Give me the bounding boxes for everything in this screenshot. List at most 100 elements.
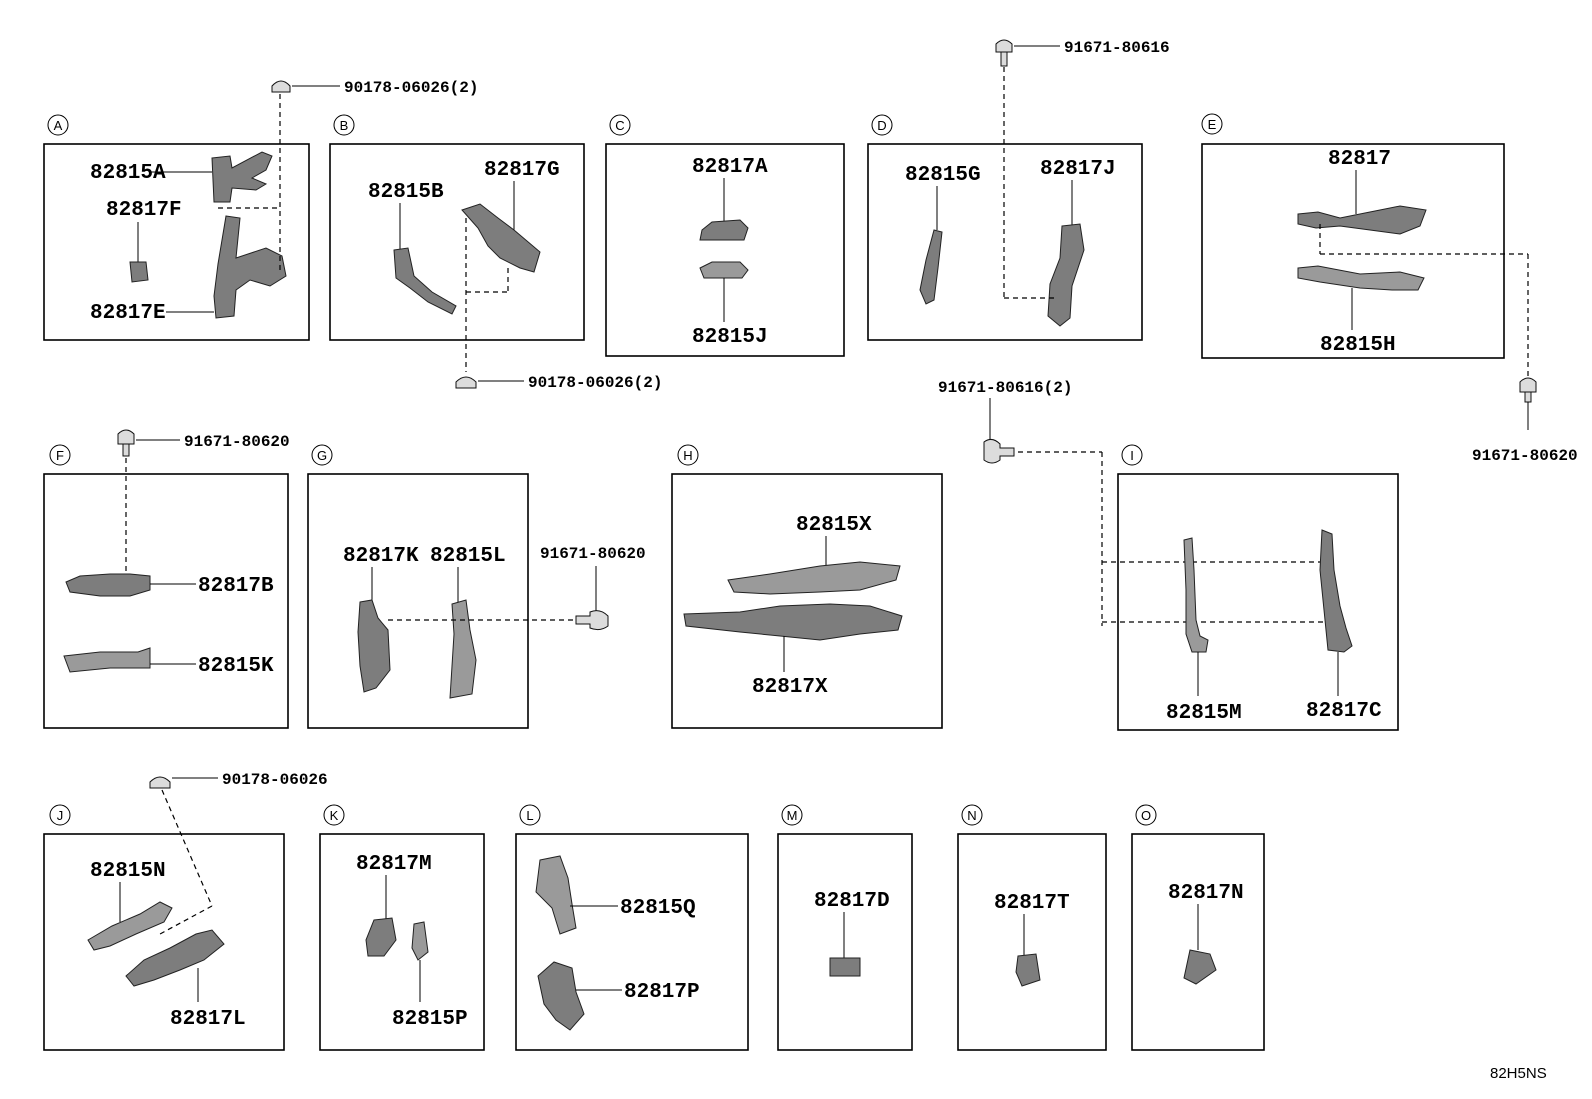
diagram-code: 82H5NS <box>1490 1065 1547 1082</box>
fastener-d-icon <box>995 39 1013 67</box>
section-h-box <box>671 473 943 729</box>
section-f: F 91671-80620 82817B 82815K <box>43 429 290 729</box>
section-k-marker <box>323 804 345 826</box>
part-82817l-shape <box>125 929 225 987</box>
section-f-box <box>43 473 289 729</box>
part-82817j-label: 82817J <box>1040 158 1116 181</box>
section-j: J 90178-06026 82815N 82817L <box>43 771 328 1051</box>
section-a-letter: A <box>54 118 63 133</box>
section-m: M 82817D <box>777 804 913 1051</box>
section-m-letter: M <box>787 808 798 823</box>
section-o-letter: O <box>1141 808 1151 823</box>
part-82815x-label: 82815X <box>796 514 872 537</box>
fastener-a-icon <box>271 80 291 93</box>
section-e-marker <box>1201 113 1223 135</box>
section-b-marker <box>333 114 355 136</box>
section-k-box <box>319 833 485 1051</box>
section-c-letter: C <box>615 118 624 133</box>
part-82817t-label: 82817T <box>994 892 1070 915</box>
part-82815g-shape <box>919 229 943 305</box>
part-82815l-shape <box>449 599 477 699</box>
section-n-letter: N <box>967 808 976 823</box>
part-82817p-label: 82817P <box>624 981 700 1004</box>
part-82817n-label: 82817N <box>1168 882 1244 905</box>
part-82817a-label: 82817A <box>692 156 768 179</box>
section-c: C 82817A 82815J <box>605 114 845 357</box>
section-i-marker <box>1121 444 1143 466</box>
part-82817m-shape <box>365 917 397 957</box>
section-g: G 82817K 82815L 91671-80620 <box>307 444 646 729</box>
section-l-box <box>515 833 749 1051</box>
part-82817d-shape <box>829 957 861 977</box>
part-82815b-label: 82815B <box>368 181 444 204</box>
section-c-marker <box>609 114 631 136</box>
section-f-letter: F <box>56 448 64 463</box>
section-l: L 82815Q 82817P <box>515 804 749 1051</box>
section-e-box <box>1201 143 1505 359</box>
section-b-box <box>329 143 585 341</box>
part-82817j-shape <box>1047 223 1085 327</box>
section-d: D 82815G 82817J 91671-80616 <box>867 39 1170 341</box>
part-82815q-label: 82815Q <box>620 897 696 920</box>
part-82817d-label: 82817D <box>814 890 890 913</box>
part-82815x-shape <box>727 561 901 595</box>
part-82815b-shape <box>393 247 457 315</box>
section-i-letter: I <box>1130 448 1134 463</box>
part-82815h-label: 82815H <box>1320 334 1396 357</box>
part-82815a-label: 82815A <box>90 162 166 185</box>
section-g-box <box>307 473 529 729</box>
section-j-box <box>43 833 285 1051</box>
part-82815n-label: 82815N <box>90 860 166 883</box>
part-82817p-shape <box>537 961 585 1031</box>
section-m-marker <box>781 804 803 826</box>
part-82817x-label: 82817X <box>752 676 828 699</box>
fastener-g-icon <box>575 610 609 631</box>
part-82817-shape <box>1297 205 1427 235</box>
section-a: A 82815A 82817F 82817E 90178-06026(2) <box>43 79 478 341</box>
section-j-letter: J <box>57 808 64 823</box>
section-l-marker <box>519 804 541 826</box>
fastener-e-label: 91671-80620 <box>1472 447 1578 465</box>
section-d-letter: D <box>877 118 886 133</box>
fastener-d-label: 91671-80616 <box>1064 39 1170 57</box>
section-h: H 82815X 82817X <box>671 444 943 729</box>
part-82817k-label: 82817K <box>343 545 419 568</box>
part-82815n-shape <box>87 901 173 951</box>
part-82815j-label: 82815J <box>692 326 768 349</box>
part-82817l-label: 82817L <box>170 1008 246 1031</box>
part-82817t-shape <box>1015 953 1041 987</box>
part-82815h-shape <box>1297 265 1425 291</box>
fastener-a-label: 90178-06026(2) <box>344 79 478 97</box>
part-82815g-label: 82815G <box>905 164 981 187</box>
section-d-box <box>867 143 1143 341</box>
part-82815a-shape <box>211 151 273 203</box>
section-e-letter: E <box>1208 117 1217 132</box>
part-82817g-label: 82817G <box>484 159 560 182</box>
part-82817a-shape <box>699 219 749 241</box>
fastener-f-label: 91671-80620 <box>184 433 290 451</box>
section-i-box <box>1117 473 1399 731</box>
section-o: O 82817N <box>1131 804 1265 1051</box>
part-82817f-label: 82817F <box>106 199 182 222</box>
part-82817b-label: 82817B <box>198 575 274 598</box>
section-n-marker <box>961 804 983 826</box>
part-82817c-shape <box>1319 529 1353 653</box>
section-o-marker <box>1135 804 1157 826</box>
part-82817-label: 82817 <box>1328 148 1391 171</box>
part-82815p-label: 82815P <box>392 1008 468 1031</box>
section-a-box <box>43 143 310 341</box>
fastener-b-label: 90178-06026(2) <box>528 374 662 392</box>
section-c-box <box>605 143 845 357</box>
part-82815k-label: 82815K <box>198 655 274 678</box>
part-82817c-label: 82817C <box>1306 700 1382 723</box>
section-k: K 82817M 82815P <box>319 804 485 1051</box>
part-82815m-shape <box>1183 537 1209 653</box>
section-g-marker <box>311 444 333 466</box>
part-82817n-shape <box>1183 949 1217 985</box>
fastener-i-label: 91671-80616(2) <box>938 379 1072 397</box>
part-82815k-shape <box>63 647 151 673</box>
part-82815j-shape <box>699 261 749 279</box>
section-f-marker <box>49 444 71 466</box>
section-i: I 91671-80616(2) 82815M 82817C <box>938 379 1399 731</box>
part-82817e-shape <box>213 215 287 319</box>
